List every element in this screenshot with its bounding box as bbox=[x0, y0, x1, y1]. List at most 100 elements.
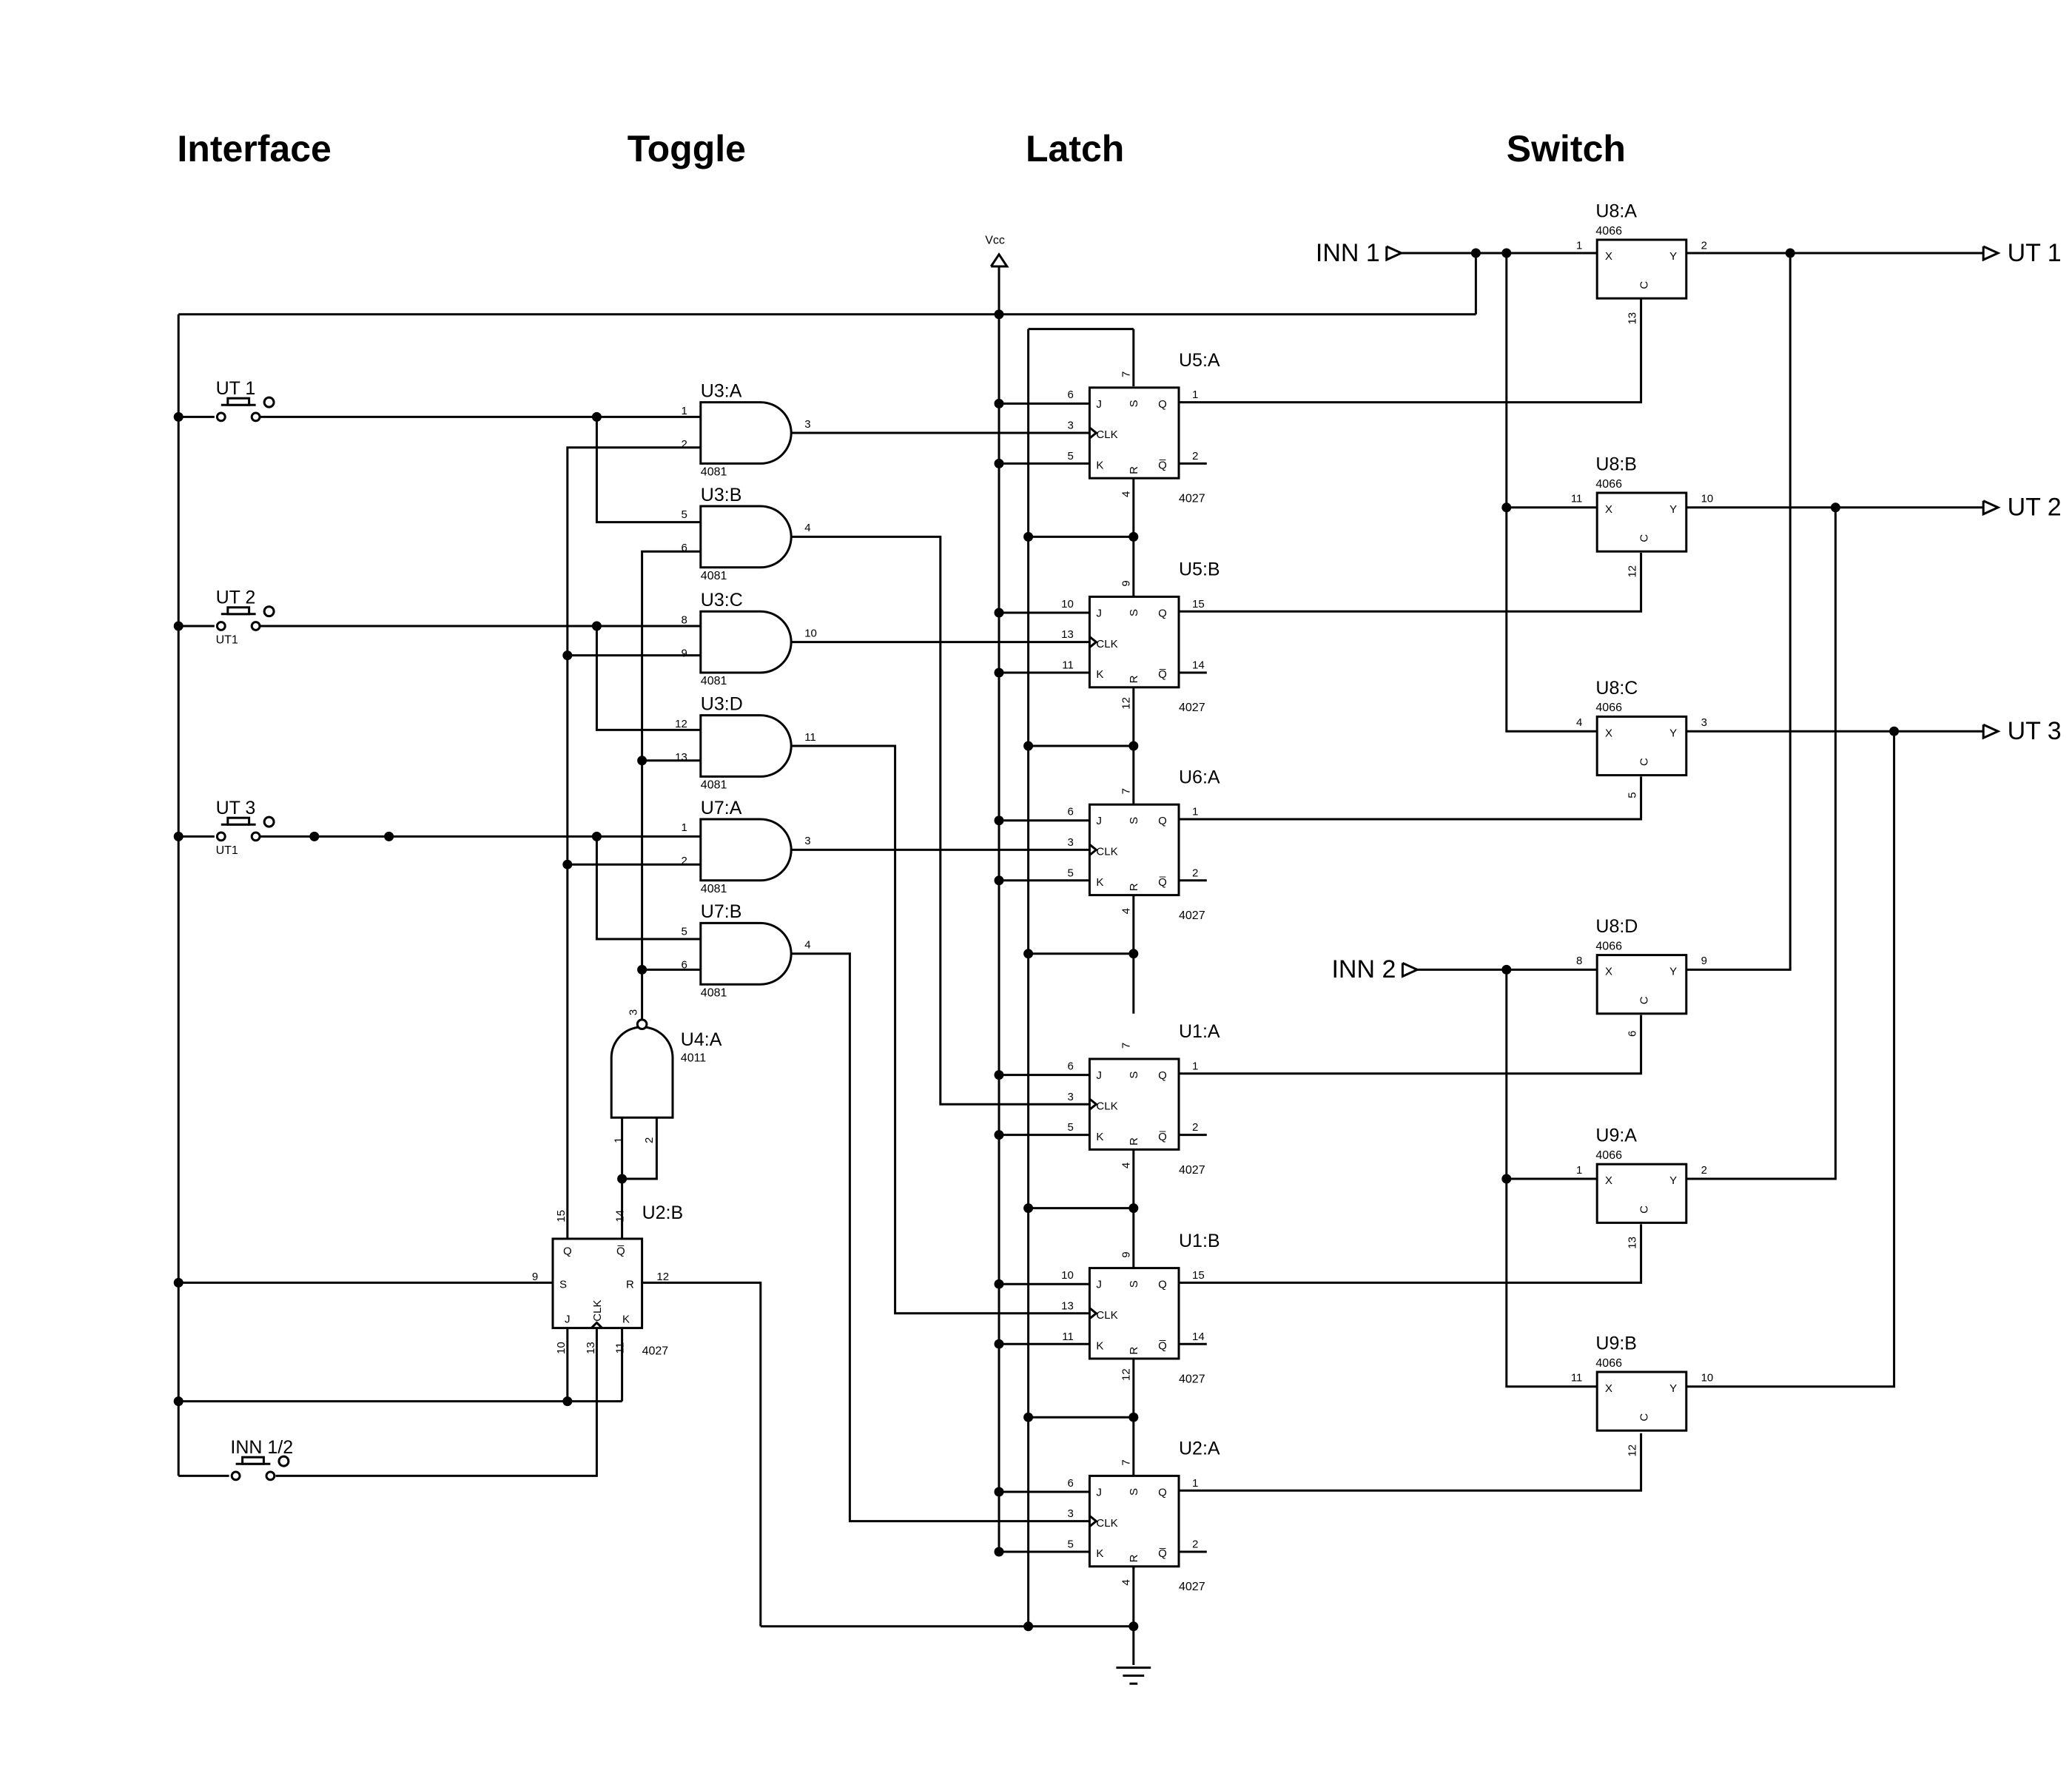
latch-pin: 13 bbox=[1061, 628, 1074, 641]
latch-pin-name: K bbox=[1096, 1339, 1103, 1352]
switch-pin: 11 bbox=[1571, 493, 1583, 505]
junction-dot bbox=[591, 621, 602, 631]
junction-dot bbox=[1128, 741, 1139, 751]
and-gate-part: 4081 bbox=[701, 570, 727, 582]
switch-pin-name: Y bbox=[1669, 250, 1677, 263]
junction-dot bbox=[994, 1339, 1004, 1349]
section-title-toggle: Toggle bbox=[628, 128, 746, 169]
ut2-branch bbox=[595, 626, 701, 731]
clock-triangle bbox=[1089, 1515, 1098, 1527]
switch-pin: 8 bbox=[1576, 955, 1582, 967]
junction-dot bbox=[1501, 1174, 1512, 1184]
junction-dot bbox=[1023, 741, 1034, 751]
toggle-pin: 9 bbox=[532, 1271, 538, 1283]
junction-dot bbox=[591, 831, 602, 841]
junction-dot bbox=[173, 411, 184, 422]
latch-pin-name: R bbox=[1128, 466, 1140, 474]
latch-pin: 5 bbox=[1067, 1538, 1073, 1551]
junction-dot bbox=[994, 398, 1004, 408]
toggle-pin: 10 bbox=[555, 1342, 568, 1354]
button-contact bbox=[265, 1470, 276, 1481]
gate-pin: 3 bbox=[804, 835, 810, 847]
latch-pin-name: Q̅ bbox=[1158, 1339, 1167, 1352]
switch-pin-name: Y bbox=[1669, 1174, 1677, 1187]
latch-pin: 4 bbox=[1120, 1163, 1132, 1168]
junction-dot bbox=[1023, 1412, 1034, 1422]
and-gate-ref: U7:A bbox=[701, 798, 742, 818]
latch-to-switch bbox=[1179, 776, 1643, 821]
latch-pin-name: CLK bbox=[1096, 428, 1117, 441]
wires bbox=[177, 252, 1984, 1665]
ut1-branch bbox=[595, 417, 701, 524]
inn2-distribution bbox=[1505, 969, 1598, 1388]
junction-dot bbox=[994, 667, 1004, 678]
junction-dot bbox=[1501, 502, 1512, 513]
latch-pin-name: R bbox=[1128, 1554, 1140, 1562]
button-label-1: UT 1 bbox=[216, 378, 256, 399]
junction-dot bbox=[994, 309, 1004, 320]
gate-pin: 1 bbox=[613, 1137, 625, 1143]
switch-pin-name: Y bbox=[1669, 1382, 1677, 1395]
junction-dot bbox=[994, 1070, 1004, 1080]
components bbox=[215, 238, 2001, 1685]
junction-dot bbox=[1023, 531, 1034, 542]
and-gate-ref: U3:D bbox=[701, 693, 743, 714]
gate-pin: 5 bbox=[681, 926, 687, 938]
button-cap bbox=[226, 816, 251, 826]
ut3-branch bbox=[595, 836, 701, 941]
gate-pin: 4 bbox=[804, 522, 810, 534]
switch-ref: U8:D bbox=[1595, 916, 1638, 937]
switch-pin-name: X bbox=[1605, 966, 1612, 978]
switch-ref: U8:C bbox=[1595, 678, 1638, 699]
junction-dot bbox=[1501, 248, 1512, 258]
latch-pin-name: J bbox=[1096, 1069, 1102, 1082]
jk-latch-body bbox=[1088, 803, 1180, 897]
latch-pin: 2 bbox=[1192, 867, 1198, 879]
toggle-pin-name: Q bbox=[563, 1245, 572, 1258]
junction-dot bbox=[617, 1174, 628, 1184]
junction-dot bbox=[562, 1396, 573, 1407]
latch-to-switch bbox=[1179, 553, 1643, 613]
section-title-interface: Interface bbox=[177, 128, 331, 169]
toggle-flipflop-ref: U2:B bbox=[642, 1202, 684, 1223]
latch-pin-name: S bbox=[1128, 817, 1140, 824]
latch-pin-name: S bbox=[1128, 1072, 1140, 1079]
switch-pin: 3 bbox=[1701, 716, 1707, 729]
jk-latch-body bbox=[1088, 1057, 1180, 1151]
input-port-arrow bbox=[1401, 962, 1420, 978]
gate-pin: 13 bbox=[675, 751, 687, 764]
gate-pin: 6 bbox=[681, 959, 687, 972]
latch-pin-name: J bbox=[1096, 1486, 1102, 1498]
latch-ref: U5:A bbox=[1179, 350, 1220, 371]
output-port-arrow bbox=[1982, 500, 2001, 517]
section-title-switch: Switch bbox=[1507, 128, 1626, 169]
button-contact bbox=[230, 1470, 241, 1481]
and-gate-body bbox=[699, 818, 793, 882]
junction-dot bbox=[994, 1279, 1004, 1289]
junction-dot bbox=[1023, 1203, 1034, 1214]
toggle-pin: 12 bbox=[656, 1271, 669, 1283]
latch-pin: 5 bbox=[1067, 1121, 1073, 1134]
latch-pin: 2 bbox=[1192, 1538, 1198, 1551]
latch-pin: 2 bbox=[1192, 1121, 1198, 1134]
button-contact bbox=[250, 411, 261, 423]
switch-pin-name: C bbox=[1638, 281, 1651, 289]
output-port-arrow bbox=[1982, 245, 2001, 262]
latch-pin: 4 bbox=[1120, 908, 1132, 914]
latch-pin: 15 bbox=[1192, 1269, 1205, 1282]
input-port-label-1: INN 1 bbox=[1316, 239, 1380, 267]
toggle-pin: 14 bbox=[613, 1210, 626, 1222]
latch-pin-name: K bbox=[1096, 1131, 1103, 1143]
junction-dot bbox=[994, 458, 1004, 468]
toggle-reset-line bbox=[642, 1281, 762, 1627]
latch-pin-name: Q̅ bbox=[1158, 1131, 1167, 1143]
button-cap bbox=[226, 397, 251, 406]
latch-pin: 1 bbox=[1192, 1060, 1198, 1072]
and-gate-part: 4081 bbox=[701, 466, 727, 479]
and-gate-part: 4081 bbox=[701, 986, 727, 999]
switch-part: 4066 bbox=[1595, 940, 1622, 952]
latch-pin-name: S bbox=[1128, 400, 1140, 407]
latch-to-switch bbox=[1179, 1433, 1643, 1492]
button-contact bbox=[215, 831, 226, 842]
